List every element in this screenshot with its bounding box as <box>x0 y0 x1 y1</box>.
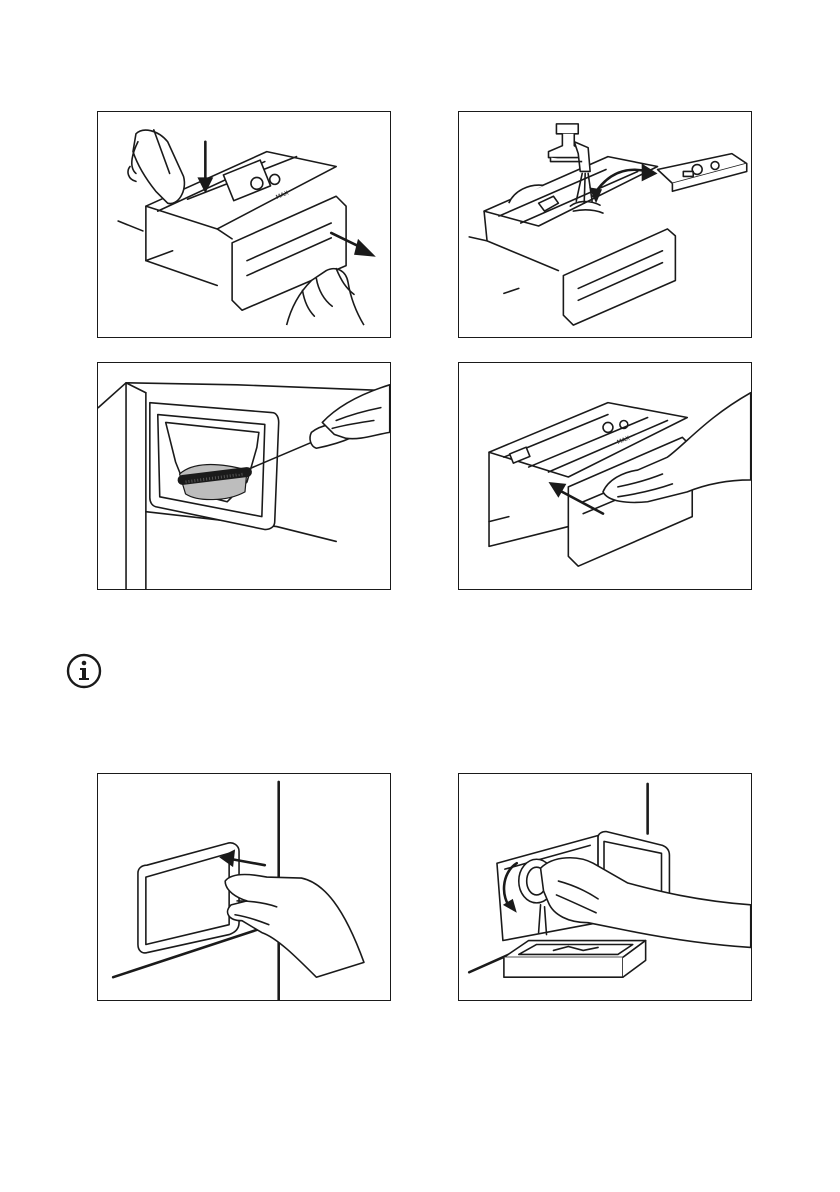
figure-brush-recess <box>97 362 391 590</box>
figure-insert-dispenser: MAX <box>458 362 752 590</box>
info-icon <box>66 653 102 689</box>
figure-remove-dispenser: MAX <box>97 111 391 338</box>
figure-rinse-dispenser <box>458 111 752 338</box>
dispenser-pull-out-illustration: MAX <box>98 112 390 337</box>
dispenser-rinse-tap-illustration <box>459 112 751 337</box>
dispenser-push-in-illustration: MAX <box>459 363 751 589</box>
figure-open-filter-door <box>97 773 391 1001</box>
filter-door-open-illustration <box>98 774 390 1000</box>
filter-drain-tray-illustration <box>459 774 751 1000</box>
figure-drain-filter <box>458 773 752 1001</box>
brush-clean-recess-illustration <box>98 363 390 589</box>
